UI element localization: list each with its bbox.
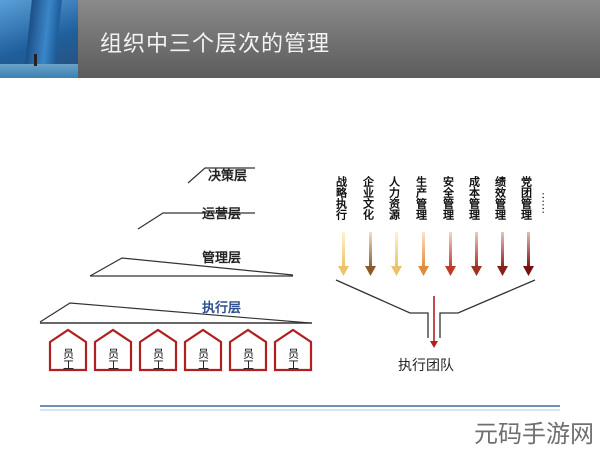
- number-one-logo: [0, 0, 78, 78]
- team-label: 执行团队: [398, 358, 454, 374]
- employee-label: 员工: [197, 348, 210, 370]
- function-label: 企业文化: [362, 175, 376, 221]
- level-execution: 执行层: [202, 300, 241, 316]
- function-arrows: [338, 232, 534, 276]
- function-labels: 战略执行 企业文化 人力资源 生产管理 安全管理 成本管理 绩效管理 党团管理 …: [335, 175, 553, 221]
- employee-label: 员工: [107, 348, 120, 370]
- employee-house: 员工: [228, 328, 268, 372]
- arrow-icon: [418, 232, 429, 276]
- watermark: 元码手游网: [474, 420, 594, 448]
- function-label: 人力资源: [388, 175, 401, 221]
- employee-label: 员工: [62, 348, 75, 370]
- arrow-icon: [391, 232, 402, 276]
- level-decision: 决策层: [208, 168, 247, 184]
- ellipsis-label: ……: [540, 192, 553, 214]
- employee-house: 员工: [183, 328, 223, 372]
- employee-label: 员工: [152, 348, 165, 370]
- level-management: 管理层: [202, 250, 241, 266]
- step-line-decision: [187, 167, 255, 184]
- employee-house: 员工: [273, 328, 313, 372]
- step-line-management: [89, 257, 294, 277]
- arrow-icon: [445, 232, 456, 276]
- level-operation: 运营层: [202, 206, 241, 222]
- employee-label: 员工: [287, 348, 300, 370]
- employee-row: 员工 员工 员工 员工 员工 员工: [48, 328, 313, 372]
- down-arrow-icon: [430, 341, 438, 348]
- function-label: 绩效管理: [494, 175, 507, 220]
- header-bar: 组织中三个层次的管理: [0, 0, 600, 78]
- function-label: 安全管理: [442, 175, 456, 220]
- function-label: 成本管理: [468, 175, 481, 220]
- arrow-icon: [338, 232, 349, 276]
- function-label: 生产管理: [415, 175, 428, 220]
- person-icon: [34, 54, 37, 66]
- step-line-execution: [39, 302, 311, 324]
- employee-house: 员工: [48, 328, 88, 372]
- arrow-icon: [523, 232, 534, 276]
- arrow-icon: [471, 232, 482, 276]
- pyramid: 决策层 运营层 管理层 执行层: [39, 167, 312, 324]
- arrow-icon: [497, 232, 508, 276]
- employee-house: 员工: [93, 328, 133, 372]
- employee-label: 员工: [242, 348, 255, 370]
- employee-house: 员工: [138, 328, 178, 372]
- step-line-operation: [137, 212, 255, 230]
- page-title: 组织中三个层次的管理: [100, 32, 331, 57]
- arrow-icon: [365, 232, 376, 276]
- function-label: 党团管理: [520, 175, 533, 220]
- function-label: 战略执行: [335, 175, 349, 221]
- funnel: 执行团队: [335, 279, 536, 374]
